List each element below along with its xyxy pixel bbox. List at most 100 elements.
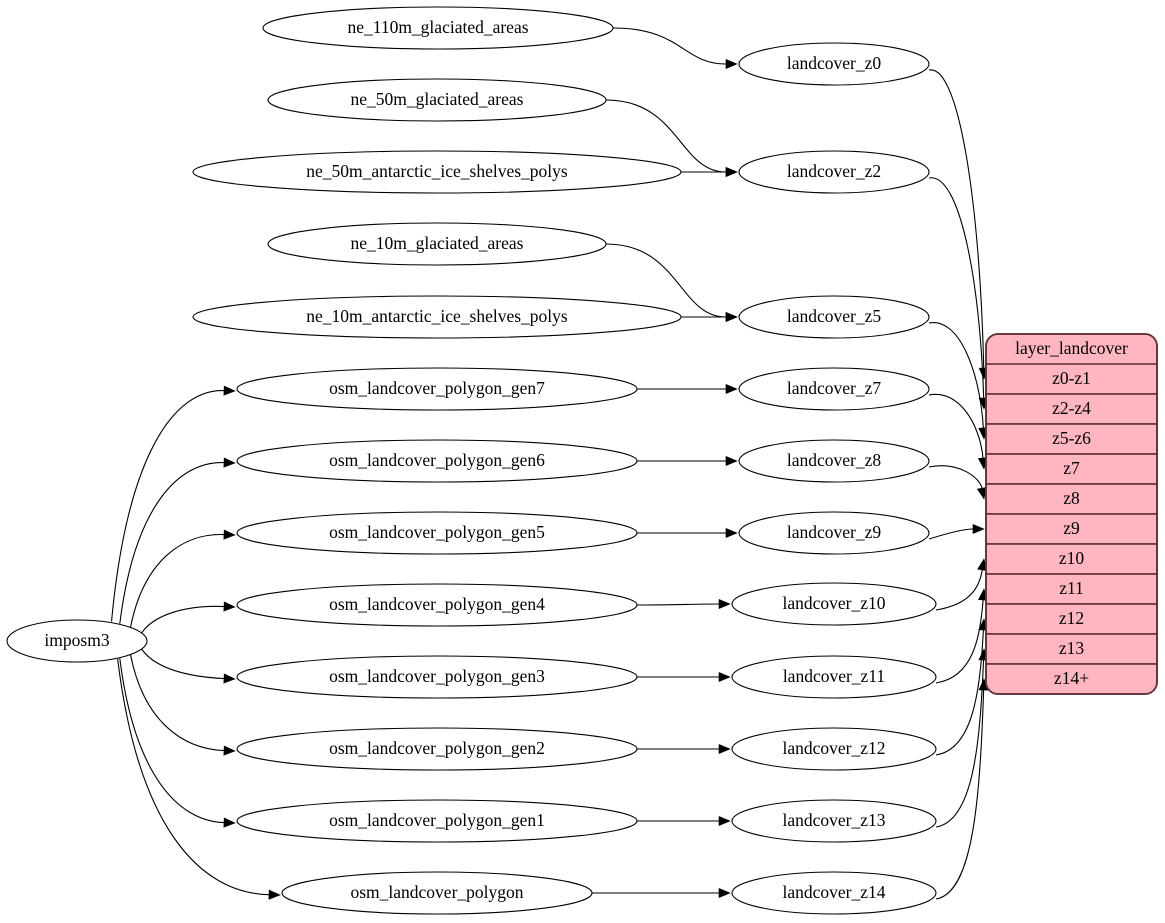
node-landcover_z5[interactable]: landcover_z5 [738,295,930,339]
edge-arrowhead [718,671,731,683]
edge-arrowhead [718,815,731,827]
node-ne_110m_glaciated_areas[interactable]: ne_110m_glaciated_areas [262,6,614,50]
edge-imposm3-to-osm_landcover_polygon [117,658,281,900]
landcover-node-ellipse [738,150,930,194]
landcover-node-ellipse [731,582,937,626]
osm-node-ellipse [236,583,638,627]
landcover-node-ellipse [738,295,930,339]
landcover-node-ellipse [738,42,930,86]
landcover-node-ellipse [731,727,937,771]
layer-table-row-z13[interactable]: z13 [986,633,1157,665]
node-landcover_z10[interactable]: landcover_z10 [731,582,937,626]
ne-node-ellipse [267,78,607,122]
layer-table-row-z9[interactable]: z9 [986,513,1157,545]
layer-table-row-z12[interactable]: z12 [986,603,1157,635]
edge-landcover_z13-to-table-row-z13 [935,648,989,828]
node-landcover_z0[interactable]: landcover_z0 [738,42,930,86]
node-landcover_z13[interactable]: landcover_z13 [731,799,937,843]
edge-imposm3-to-osm_landcover_polygon_gen5 [129,529,236,629]
edge-arrowhead [725,58,738,70]
node-landcover_z7[interactable]: landcover_z7 [738,367,930,411]
edge-osm_landcover_polygon_gen2-to-landcover_z12 [636,743,731,755]
node-ne_50m_glaciated_areas[interactable]: ne_50m_glaciated_areas [267,78,607,122]
layer-table-row-z11[interactable]: z11 [986,573,1157,605]
edge-line [928,322,984,429]
edge-arrowhead [268,889,281,900]
node-ne_10m_antarctic_ice_shelves_polys[interactable]: ne_10m_antarctic_ice_shelves_polys [192,295,682,339]
layer-landcover-table[interactable]: layer_landcoverz0-z1z2-z4z5-z6z7z8z9z10z… [985,333,1158,695]
edge-line [928,528,974,540]
edge-arrowhead [223,529,236,540]
layer-table-row-z0-z1[interactable]: z0-z1 [986,363,1157,395]
layer-table-row-z14+[interactable]: z14+ [986,663,1157,694]
node-osm_landcover_polygon_gen5[interactable]: osm_landcover_polygon_gen5 [236,511,638,555]
node-ne_10m_glaciated_areas[interactable]: ne_10m_glaciated_areas [267,222,607,266]
node-osm_landcover_polygon_gen4[interactable]: osm_landcover_polygon_gen4 [236,583,638,627]
edge-osm_landcover_polygon_gen7-to-landcover_z7 [637,383,738,395]
node-osm_landcover_polygon[interactable]: osm_landcover_polygon [281,871,593,915]
edge-imposm3-to-osm_landcover_polygon_gen3 [139,645,236,684]
edge-line [935,629,984,756]
edge-line [119,462,225,624]
layer-table-row-z7[interactable]: z7 [986,453,1157,485]
node-landcover_z9[interactable]: landcover_z9 [738,511,930,555]
edge-arrowhead [223,457,236,468]
row-rect [986,543,1157,575]
row-rect [986,393,1157,425]
edge-osm_landcover_polygon_gen5-to-landcover_z9 [637,527,738,539]
landcover-node-ellipse [738,511,930,555]
node-imposm3[interactable]: imposm3 [6,619,148,663]
osm-node-ellipse [236,439,638,483]
node-osm_landcover_polygon_gen3[interactable]: osm_landcover_polygon_gen3 [236,655,638,699]
osm-node-ellipse [236,655,638,699]
layer-table-row-z10[interactable]: z10 [986,543,1157,575]
edge-line [612,27,727,65]
node-osm_landcover_polygon_gen7[interactable]: osm_landcover_polygon_gen7 [236,367,638,411]
row-rect [986,483,1157,515]
edge-osm_landcover_polygon_gen1-to-landcover_z13 [637,815,731,827]
node-osm_landcover_polygon_gen6[interactable]: osm_landcover_polygon_gen6 [236,439,638,483]
edge-osm_landcover_polygon_gen4-to-landcover_z10 [636,598,731,610]
node-landcover_z12[interactable]: landcover_z12 [731,727,937,771]
edge-imposm3-to-osm_landcover_polygon_gen7 [110,385,236,622]
edge-line [129,534,225,629]
layer-table-row-z5-z6[interactable]: z5-z6 [986,423,1157,455]
source-node-ellipse [6,619,148,663]
edge-arrowhead [725,166,738,178]
osm-node-ellipse [236,511,638,555]
edge-line [928,465,983,489]
row-rect [986,603,1157,635]
row-rect [986,423,1157,455]
row-rect [986,363,1157,395]
node-osm_landcover_polygon_gen2[interactable]: osm_landcover_polygon_gen2 [236,727,638,771]
node-landcover_z2[interactable]: landcover_z2 [738,150,930,194]
edge-line [935,569,983,611]
row-rect [986,663,1157,694]
edge-osm_landcover_polygon_gen3-to-landcover_z11 [637,671,731,683]
node-osm_landcover_polygon_gen1[interactable]: osm_landcover_polygon_gen1 [236,799,638,843]
edge-landcover_z9-to-table-row-z9 [928,523,985,540]
layer-table-row-z8[interactable]: z8 [986,483,1157,515]
edge-line [139,605,225,637]
edge-landcover_z2-to-table-row-z2-z4 [928,177,989,410]
edge-landcover_z7-to-table-row-z7 [928,393,989,470]
node-landcover_z8[interactable]: landcover_z8 [738,439,930,483]
landcover-node-ellipse [731,799,937,843]
edge-arrowhead [725,383,738,395]
landcover-node-ellipse [738,439,930,483]
edge-line [110,390,225,622]
node-ne_50m_antarctic_ice_shelves_polys[interactable]: ne_50m_antarctic_ice_shelves_polys [192,150,682,194]
landcover-node-ellipse [738,367,930,411]
node-landcover_z14[interactable]: landcover_z14 [731,871,937,915]
edge-arrowhead [223,673,236,684]
edge-landcover_z8-to-table-row-z8 [928,465,987,500]
edge-line [935,599,984,684]
edge-arrowhead [976,486,987,500]
node-landcover_z11[interactable]: landcover_z11 [731,655,937,699]
edge-ne_110m_glaciated_areas-to-landcover_z0 [612,27,738,70]
edge-arrowhead [223,601,236,612]
osm-node-ellipse [236,727,638,771]
layer-table-row-z2-z4[interactable]: z2-z4 [986,393,1157,425]
edges-layer [110,27,989,900]
